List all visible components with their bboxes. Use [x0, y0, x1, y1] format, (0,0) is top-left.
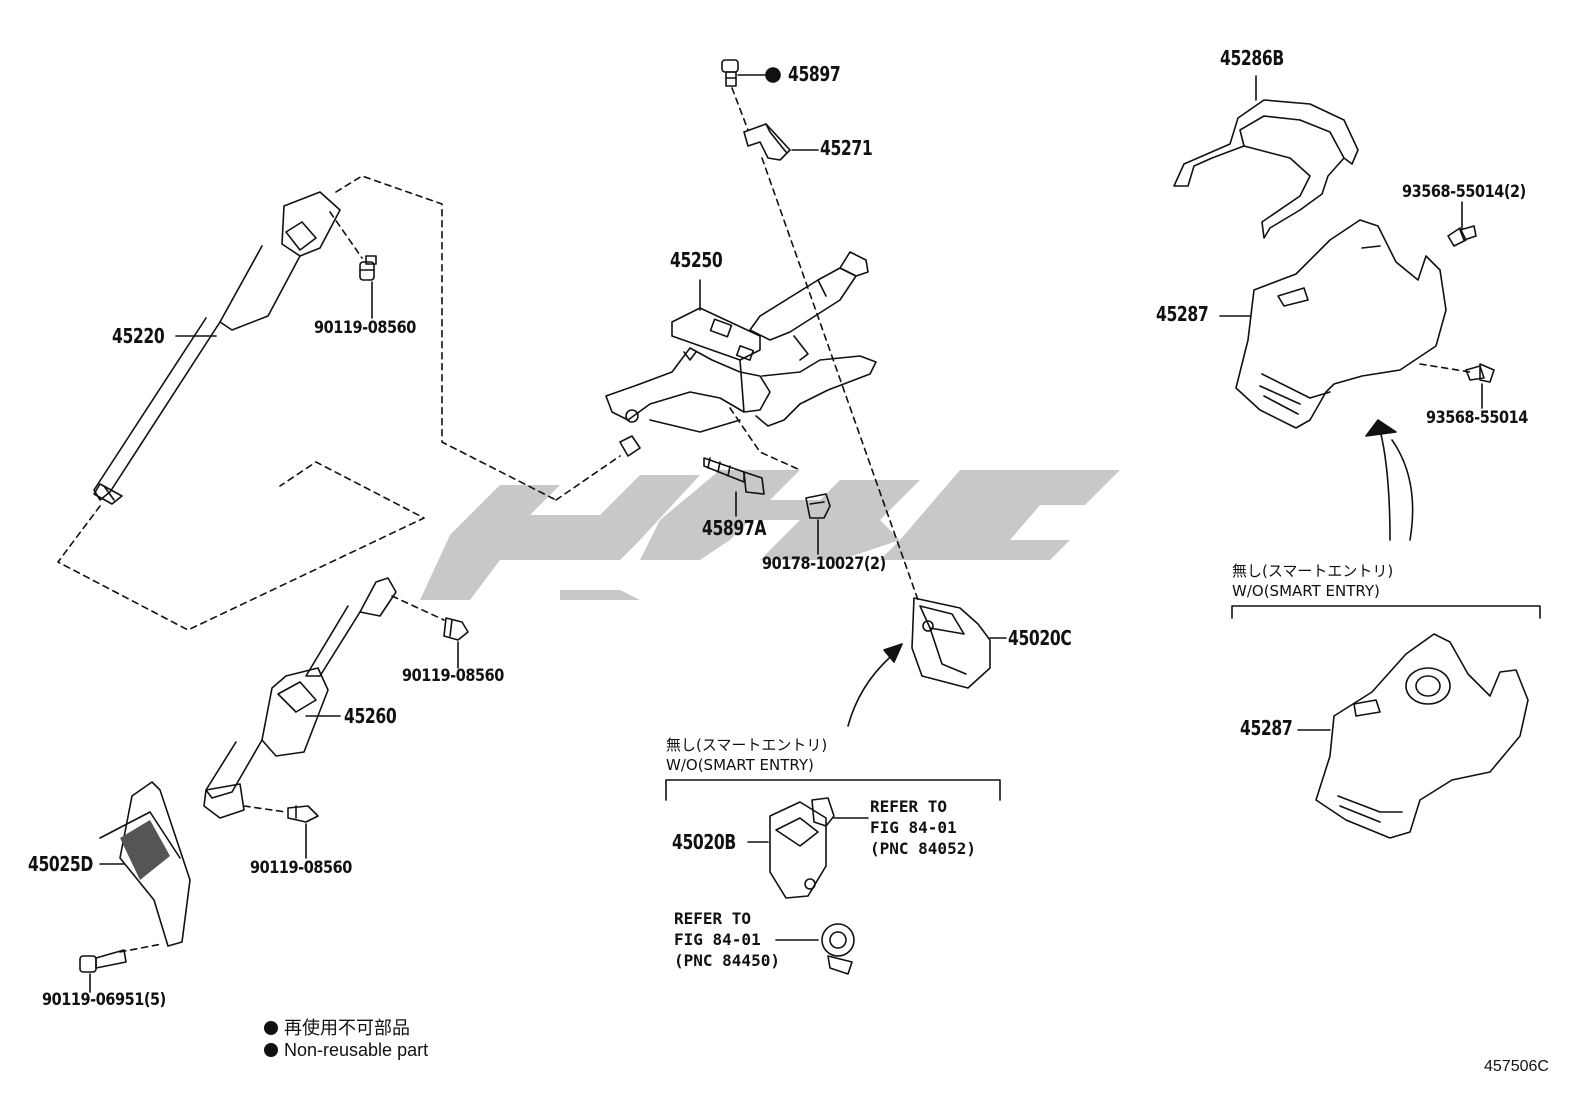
label-45020C: 45020C	[1008, 626, 1072, 650]
label-93568-55014-2: 93568-55014(2)	[1402, 182, 1526, 202]
shaft-45260-icon	[203, 577, 397, 819]
bolt-90119-d-icon	[79, 949, 127, 973]
label-90119-06951: 90119-06951(5)	[42, 990, 166, 1010]
screw-93568-b-icon	[1465, 363, 1495, 383]
label-45897A: 45897A	[702, 516, 767, 540]
upper-cover-45286B-icon	[1173, 99, 1359, 239]
legend-jp: 再使用不可部品	[264, 1014, 410, 1040]
connector-84052-icon	[811, 797, 835, 827]
legend-en: Non-reusable part	[264, 1040, 428, 1061]
label-45286B: 45286B	[1220, 46, 1284, 70]
label-90119-08560-b: 90119-08560	[402, 666, 504, 686]
label-45025D: 45025D	[28, 852, 93, 876]
label-93568-55014: 93568-55014	[1426, 408, 1528, 428]
lower-cover-45287-b-icon	[1315, 633, 1529, 839]
label-90119-08560-a: 90119-08560	[314, 318, 416, 338]
legend-en-text: Non-reusable part	[284, 1040, 429, 1060]
lower-cover-45287-a-icon	[1235, 219, 1447, 429]
bolt-90119-c-icon	[287, 805, 319, 823]
bolt-90119-a-icon	[359, 255, 377, 281]
label-90119-08560-c: 90119-08560	[250, 858, 352, 878]
note-right-jp: 無し(スマートエントリ)	[1232, 562, 1394, 580]
shaft-45220-icon	[93, 191, 341, 505]
nut-90178-icon	[805, 493, 831, 519]
note-right-en: W/O(SMART ENTRY)	[1232, 582, 1380, 600]
non-reusable-dot-icon	[264, 1021, 278, 1035]
steering-column-45250-icon	[605, 251, 877, 457]
label-45271: 45271	[820, 136, 873, 160]
switch-45020B-icon	[769, 801, 827, 899]
label-45260: 45260	[344, 704, 397, 728]
refer-to-84052: REFER TO FIG 84-01 (PNC 84052)	[870, 797, 976, 858]
bolt-90119-b-icon	[443, 617, 469, 641]
note-center-en: W/O(SMART ENTRY)	[666, 756, 814, 774]
label-45897: 45897	[788, 62, 841, 86]
cover-45025D-icon	[99, 781, 191, 947]
label-45287-b: 45287	[1240, 716, 1293, 740]
non-reusable-dot-icon	[264, 1043, 278, 1057]
label-45220: 45220	[112, 324, 165, 348]
screw-93568-a-icon	[1447, 225, 1477, 247]
bolt-45897-icon	[721, 59, 739, 87]
clamp-45271-icon	[743, 123, 791, 161]
figure-id: 457506C	[1484, 1058, 1549, 1075]
refer-to-84450: REFER TO FIG 84-01 (PNC 84450)	[674, 909, 780, 970]
bolt-45897A-icon	[703, 457, 765, 495]
sensor-84450-icon	[821, 923, 855, 975]
lock-housing-45020C-icon	[911, 597, 991, 689]
note-center-jp: 無し(スマートエントリ)	[666, 736, 828, 754]
label-45287-a: 45287	[1156, 302, 1209, 326]
watermark-logo	[420, 470, 1120, 600]
label-90178-10027: 90178-10027(2)	[762, 554, 886, 574]
legend-jp-text: 再使用不可部品	[284, 1018, 410, 1038]
label-45020B: 45020B	[672, 830, 736, 854]
label-45250: 45250	[670, 248, 723, 272]
